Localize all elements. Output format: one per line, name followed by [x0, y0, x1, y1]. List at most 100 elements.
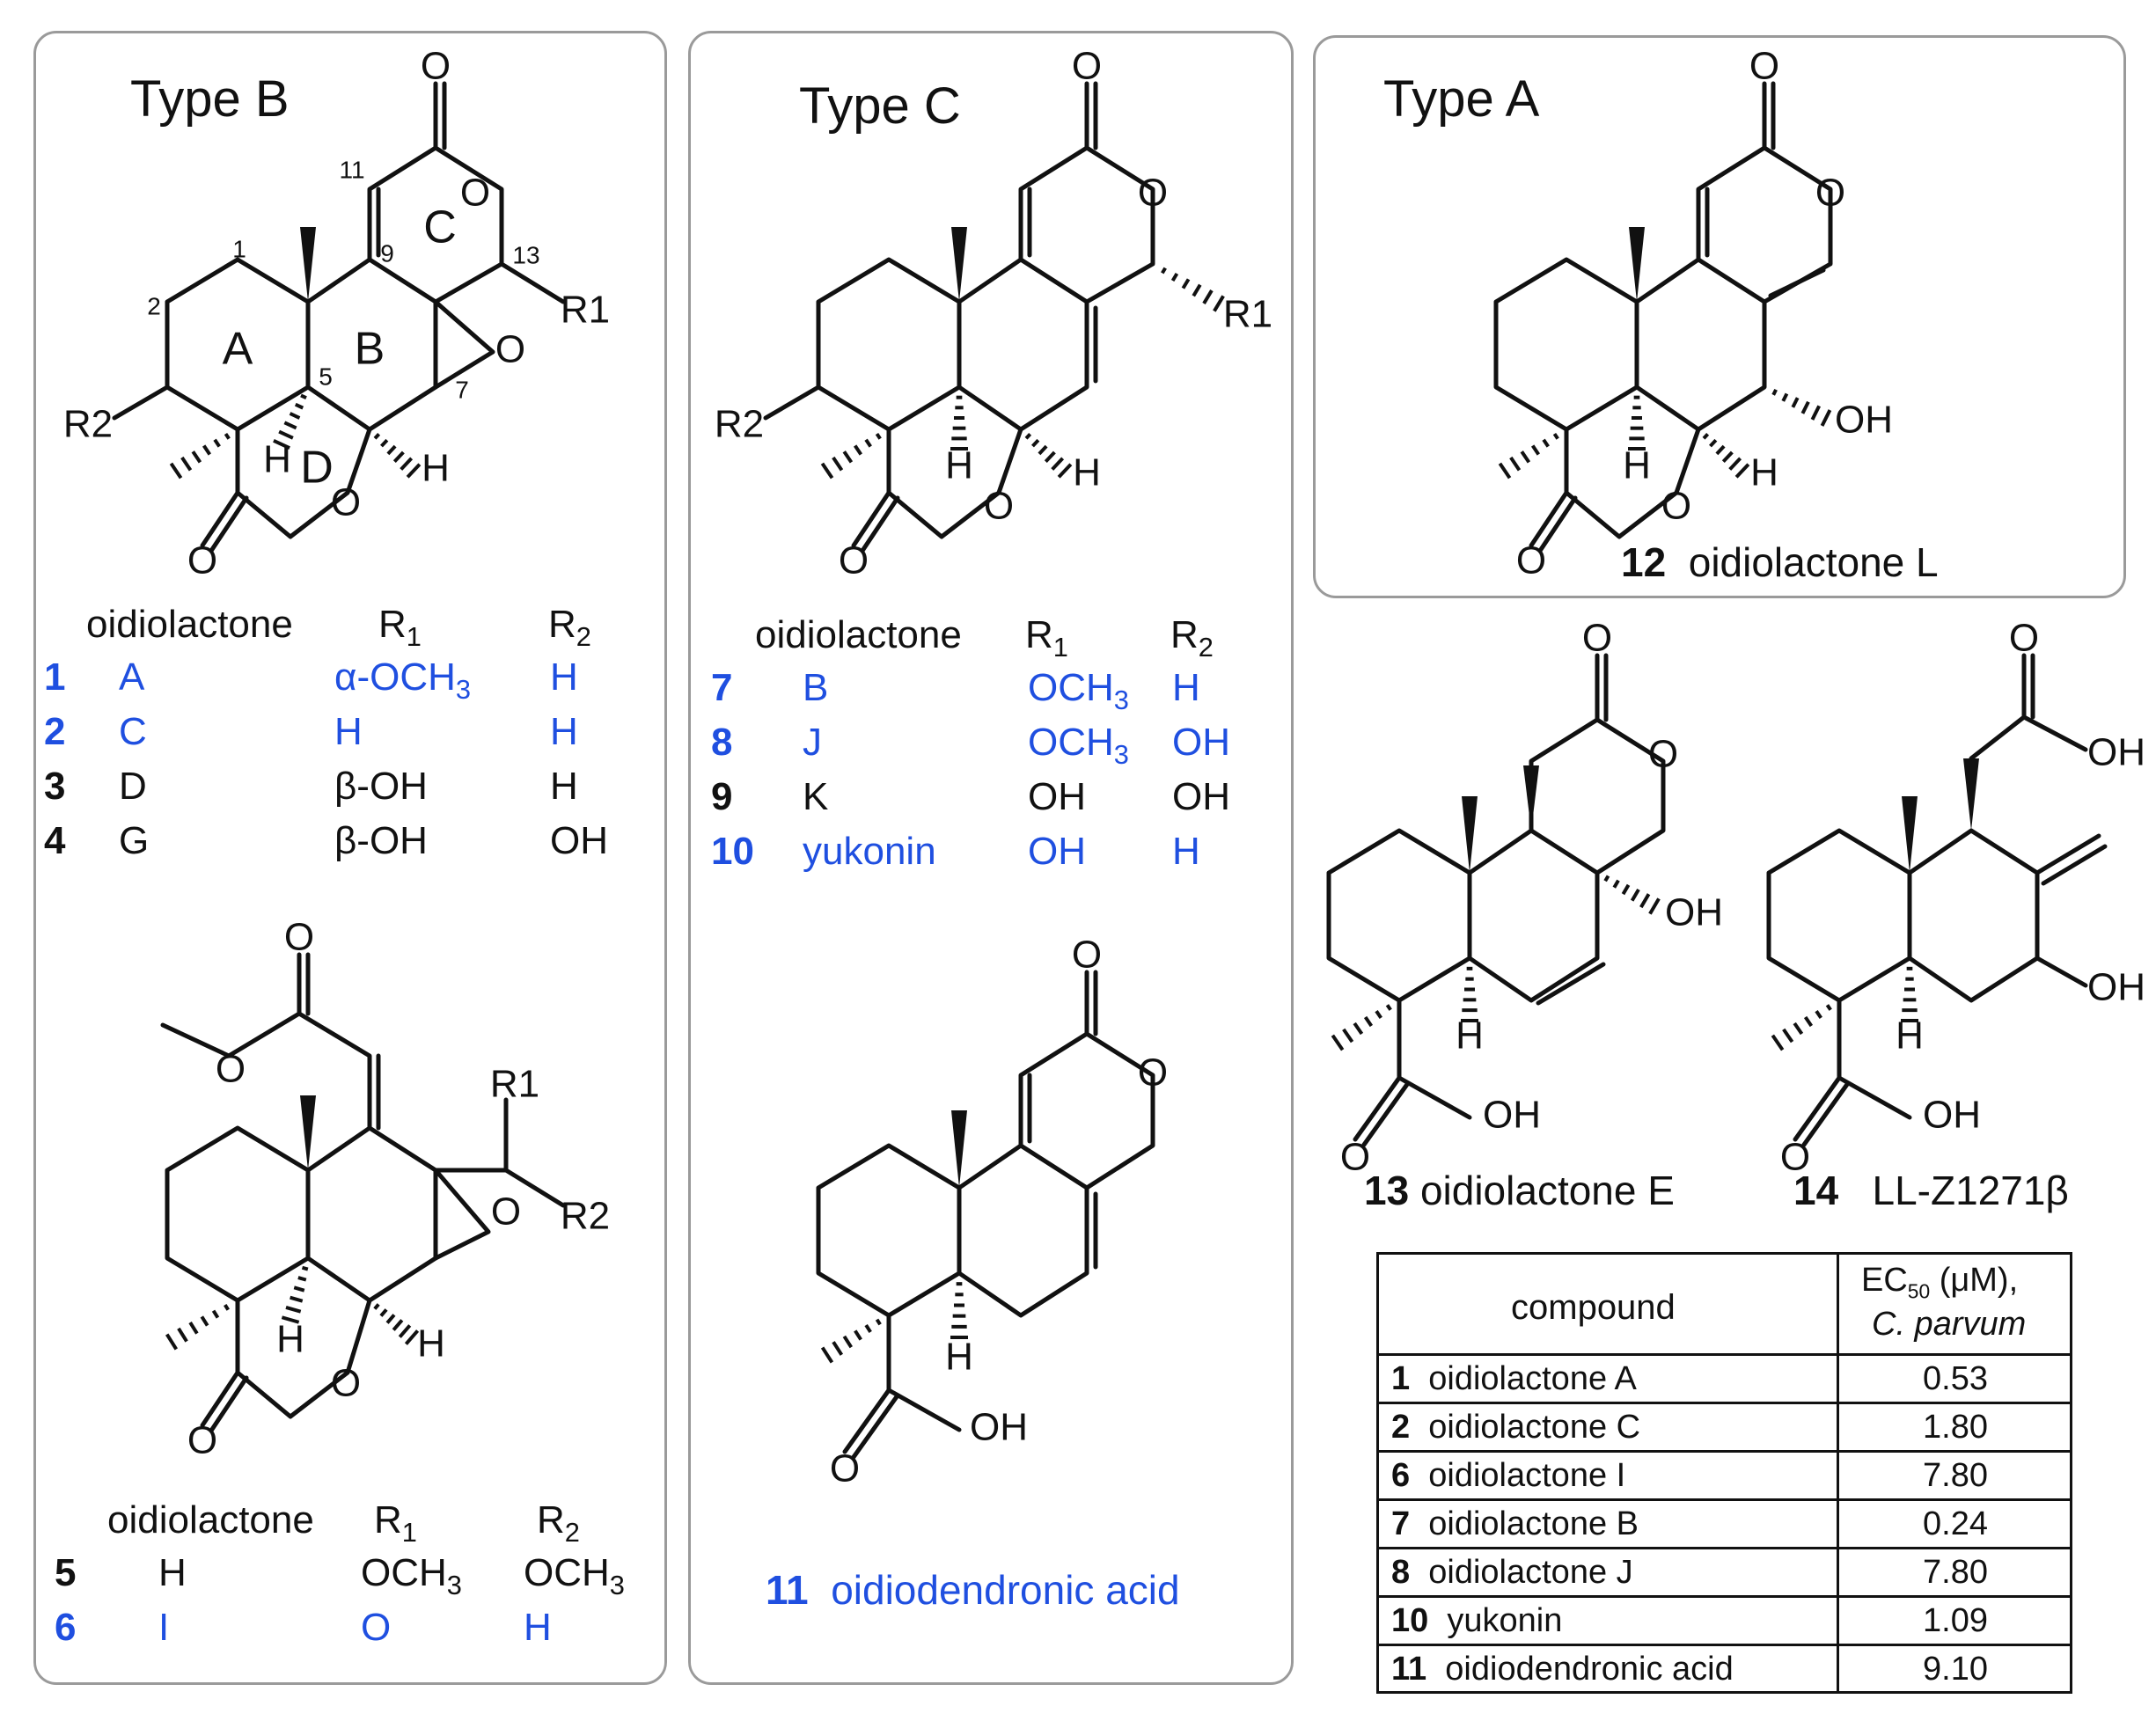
acid-oh-13: OH	[1483, 1094, 1541, 1137]
ring-label-d: D	[300, 443, 334, 494]
h-hash-12b	[1702, 433, 1750, 479]
acid-oh-11: OH	[970, 1406, 1028, 1449]
ec50-row-divider	[1379, 1498, 2070, 1501]
carbonyl-oxygen-14: O	[2009, 617, 2039, 660]
d-carbonyl-12	[1529, 490, 1569, 548]
methyl-hash-14	[1771, 1004, 1832, 1051]
methyl-wedge-14	[1902, 796, 1918, 873]
compound-name: G	[119, 819, 150, 862]
ring-d-oxygen-12: O	[1661, 485, 1691, 528]
r1-label: R1	[374, 1498, 417, 1548]
exocyclic-chain	[297, 1011, 372, 1131]
ring-a-5	[165, 1125, 311, 1303]
d-carbonyl-oxygen: O	[187, 539, 217, 582]
oh-hash-13	[1603, 875, 1661, 915]
ring-a-13	[1326, 828, 1472, 1003]
oh-label-14a: OH	[2087, 731, 2145, 774]
exomethylene-14	[2035, 833, 2101, 875]
r1-value: OCH3	[1028, 666, 1129, 715]
d-carbonyl-oxygen-5: O	[187, 1419, 217, 1462]
compound-number: 6	[55, 1606, 77, 1649]
ec50-row-compound: 10 yukonin	[1391, 1602, 1562, 1640]
locant-5: 5	[319, 363, 333, 390]
ester-oxygen-2: O	[216, 1048, 246, 1091]
compound-name: J	[803, 721, 822, 764]
ec50-row-number: 6	[1391, 1457, 1411, 1494]
r2-label: R2	[1170, 613, 1214, 663]
col-header-r1: R1	[1025, 616, 1068, 662]
acid-carbonyl-double-11	[851, 1393, 900, 1460]
ring-b-12	[1634, 257, 1767, 432]
compound-number: 5	[55, 1551, 77, 1594]
ring-oxygen-12: O	[1815, 172, 1845, 215]
ec50-row-compound: 11 oidiodendronic acid	[1391, 1651, 1734, 1688]
ec50-header-value-line2: C. parvum	[1872, 1306, 2027, 1343]
carbonyl-oxygen-13: O	[1582, 617, 1612, 660]
h-label: H	[422, 447, 450, 490]
col-header-r1: R1	[374, 1501, 417, 1547]
ec50-row-compound: 2 oidiolactone C	[1391, 1409, 1640, 1446]
col-header-r2: R2	[1170, 616, 1214, 662]
lactone-d-carbonyl	[200, 490, 240, 548]
methyl-wedge-11	[951, 1110, 967, 1188]
h-label-5b: H	[417, 1322, 445, 1366]
ec50-row-name: oidiolactone C	[1428, 1409, 1641, 1446]
h-label-14: H	[1896, 1014, 1924, 1058]
r1-atom: R1	[561, 289, 610, 332]
locant-7: 7	[455, 376, 469, 403]
ring-b-11	[957, 1143, 1089, 1318]
d-carbonyl-double-12	[1537, 495, 1578, 553]
ec50-row-compound: 6 oidiolactone I	[1391, 1457, 1625, 1495]
r2-value: H	[550, 765, 578, 808]
type-c-title: Type C	[799, 77, 961, 135]
r1-atom-5: R1	[490, 1063, 539, 1106]
h-wedge-13	[1523, 765, 1539, 831]
r1-value: α-OCH3	[334, 655, 472, 705]
h-label-5a: H	[276, 1318, 304, 1361]
ring-b-13	[1467, 828, 1600, 1003]
ec50-row-divider	[1379, 1644, 2070, 1646]
ring-b-c	[957, 257, 1089, 432]
compound-number: 7	[711, 666, 733, 709]
side-chain	[433, 1097, 509, 1173]
h-hash-11	[950, 1282, 968, 1339]
compound-13-caption: 13 oidiolactone E	[1364, 1167, 1675, 1214]
ec50-row-number: 2	[1391, 1409, 1411, 1446]
r1-value: β-OH	[334, 765, 428, 808]
acid-carbonyl-double-13	[1361, 1080, 1411, 1147]
col-header-oidiolactone: oidiolactone	[107, 1498, 314, 1542]
type-a-panel	[1313, 35, 2126, 598]
h-hash-c-a	[950, 395, 968, 450]
methyl-hash-c	[820, 432, 882, 480]
r2-label: R2	[548, 603, 591, 652]
r1-value: OCH3	[361, 1551, 462, 1600]
compound-name: H	[158, 1551, 187, 1594]
acid-carbonyl-11	[842, 1388, 891, 1454]
ec50-row-name: oidiolactone I	[1428, 1457, 1626, 1494]
r2-bond-c	[763, 384, 821, 421]
type-c-panel	[688, 31, 1294, 1685]
ester-methoxy	[160, 1011, 302, 1058]
compound-12-caption: 12 oidiolactone L	[1621, 538, 1939, 586]
methyl-wedge-c	[951, 227, 967, 302]
ring-label-b: B	[355, 324, 385, 375]
ec50-row-divider	[1379, 1547, 2070, 1549]
compound-12-name: oidiolactone L	[1688, 539, 1939, 585]
ec50-row-divider	[1379, 1450, 2070, 1453]
oh-label-13: OH	[1665, 891, 1723, 934]
ec50-row-name: yukonin	[1447, 1602, 1563, 1639]
ec50-row-name: oidiolactone B	[1428, 1505, 1639, 1542]
oh-label-14b: OH	[2087, 966, 2145, 1009]
r1-value: OH	[1028, 830, 1086, 873]
ring-d-c	[886, 427, 1023, 539]
compound-14-number: 14	[1793, 1168, 1839, 1213]
compound-number: 1	[44, 655, 66, 699]
h-label-12a: H	[1623, 444, 1651, 487]
ring-d-oxygen-5: O	[331, 1362, 361, 1405]
col-header-oidiolactone: oidiolactone	[755, 613, 962, 656]
exomethylene-double-14	[2041, 844, 2108, 886]
r2-value: H	[550, 655, 578, 699]
epoxide-5	[433, 1168, 491, 1261]
